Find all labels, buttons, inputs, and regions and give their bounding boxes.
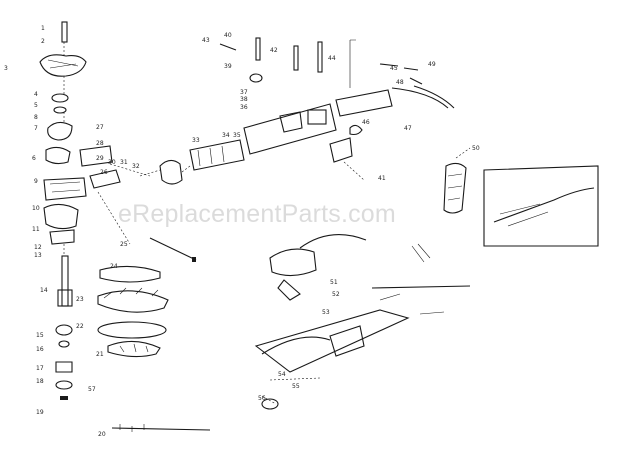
callout-34: 34 <box>222 132 230 139</box>
callout-26: 26 <box>100 169 108 176</box>
watermark-text: eReplacementParts.com <box>118 200 396 228</box>
vertical-tool-part <box>443 147 471 214</box>
callout-36: 36 <box>240 104 248 111</box>
inset-detail <box>483 165 599 247</box>
callout-27: 27 <box>96 124 104 131</box>
callout-1: 1 <box>41 25 45 32</box>
callout-8: 8 <box>34 114 38 121</box>
callout-51: 51 <box>330 279 338 286</box>
callout-31: 31 <box>120 159 128 166</box>
callout-12: 12 <box>34 244 42 251</box>
callout-10: 10 <box>32 205 40 212</box>
callout-23: 23 <box>76 296 84 303</box>
callout-48: 48 <box>396 79 404 86</box>
callout-13: 13 <box>34 252 42 259</box>
callout-11: 11 <box>32 226 40 233</box>
callout-38: 38 <box>240 96 248 103</box>
callout-39: 39 <box>224 63 232 70</box>
callout-43: 43 <box>202 37 210 44</box>
callout-55: 55 <box>292 383 300 390</box>
callout-5: 5 <box>34 102 38 109</box>
lower-tool <box>254 285 471 410</box>
hose-assembly <box>409 77 455 109</box>
callout-33: 33 <box>192 137 200 144</box>
callout-40: 40 <box>224 32 232 39</box>
callout-41: 41 <box>378 175 386 182</box>
callout-52: 52 <box>332 291 340 298</box>
callout-32: 32 <box>132 163 140 170</box>
cord-tool <box>269 234 431 301</box>
callout-18: 18 <box>36 378 44 385</box>
callout-45: 45 <box>390 65 398 72</box>
motor-assembly <box>139 37 449 185</box>
callout-9: 9 <box>34 178 38 185</box>
callout-14: 14 <box>40 287 48 294</box>
callout-6: 6 <box>32 155 36 162</box>
callout-37: 37 <box>240 89 248 96</box>
middle-column-parts <box>79 145 197 358</box>
callout-21: 21 <box>96 351 104 358</box>
callout-19: 19 <box>36 409 44 416</box>
callout-4: 4 <box>34 91 38 98</box>
callout-56: 56 <box>258 395 266 402</box>
callout-2: 2 <box>41 38 45 45</box>
callout-46: 46 <box>362 119 370 126</box>
callout-15: 15 <box>36 332 44 339</box>
callout-35: 35 <box>233 132 241 139</box>
callout-53: 53 <box>322 309 330 316</box>
left-column-parts <box>39 21 87 400</box>
callout-16: 16 <box>36 346 44 353</box>
callout-54: 54 <box>278 371 286 378</box>
callout-20: 20 <box>98 431 106 438</box>
callout-7: 7 <box>34 125 38 132</box>
bottom-rail <box>111 424 211 432</box>
callout-57: 57 <box>88 386 96 393</box>
callout-47: 47 <box>404 125 412 132</box>
callout-30: 30 <box>108 159 116 166</box>
callout-42: 42 <box>270 47 278 54</box>
callout-17: 17 <box>36 365 44 372</box>
callout-25: 25 <box>120 241 128 248</box>
callout-28: 28 <box>96 140 104 147</box>
callout-49: 49 <box>428 61 436 68</box>
callout-22: 22 <box>76 323 84 330</box>
callout-24: 24 <box>110 263 118 270</box>
callout-50: 50 <box>472 145 480 152</box>
callout-29: 29 <box>96 155 104 162</box>
callout-3: 3 <box>4 65 8 72</box>
callout-44: 44 <box>328 55 336 62</box>
